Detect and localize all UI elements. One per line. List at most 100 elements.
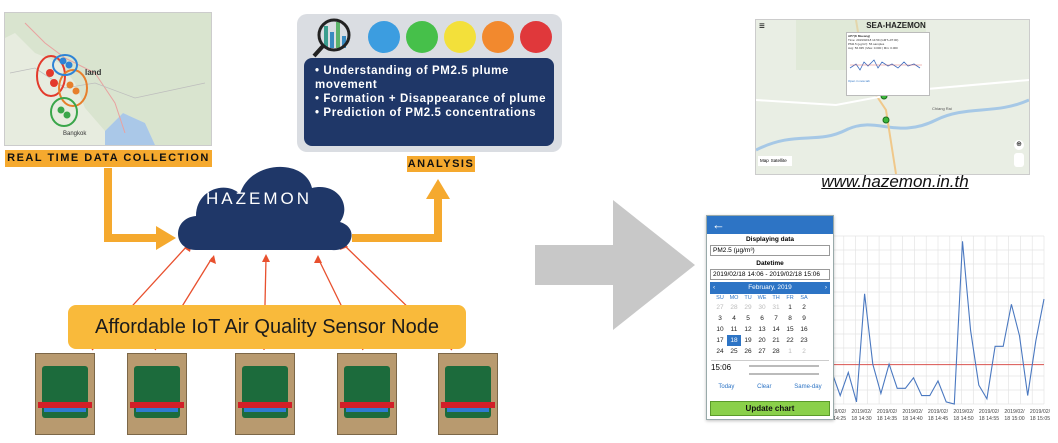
weekday-label: TU xyxy=(744,295,752,301)
calendar-day[interactable]: 31 xyxy=(772,304,780,311)
calendar-day[interactable]: 22 xyxy=(786,337,794,344)
calendar-day[interactable]: 24 xyxy=(716,348,724,355)
popup-name: AP7(K Mueang) xyxy=(848,34,871,38)
sensor-node-photo xyxy=(35,353,95,435)
datetime-input[interactable]: 2019/02/18 14:06 - 2019/02/18 15:06 xyxy=(710,269,830,280)
realtime-map: land Bangkok xyxy=(4,12,212,146)
calendar-day[interactable]: 10 xyxy=(716,326,724,333)
aqi-moderate-icon xyxy=(406,21,438,53)
next-month-icon[interactable]: › xyxy=(824,284,827,291)
calendar-day[interactable]: 20 xyxy=(758,337,766,344)
weekday-label: MO xyxy=(729,295,739,301)
popup-line: Avg: 56.935 | Max: 0.000 | Min: 0.000 xyxy=(848,46,898,50)
calendar-day[interactable]: 21 xyxy=(772,337,780,344)
x-tick-label: 18 14:30 xyxy=(851,416,871,422)
clear-button[interactable]: Clear xyxy=(757,384,772,390)
same-day-button[interactable]: Same-day xyxy=(794,384,822,390)
calendar-day[interactable]: 5 xyxy=(746,315,750,322)
calendar-day[interactable]: 28 xyxy=(730,304,738,311)
update-chart-button[interactable]: Update chart xyxy=(710,401,830,416)
calendar-day[interactable]: 16 xyxy=(800,326,808,333)
minute-slider[interactable] xyxy=(749,373,819,375)
popup-sparkline xyxy=(849,59,922,71)
calendar-day[interactable]: 17 xyxy=(716,337,724,344)
calendar-day[interactable]: 7 xyxy=(774,315,778,322)
calendar-day[interactable]: 1 xyxy=(788,304,792,311)
zoom-control[interactable] xyxy=(1014,153,1024,167)
sensor-node-photo xyxy=(438,353,498,435)
popup-line: PM2.5 (µg/m³): 56 samples xyxy=(848,42,885,46)
calendar-day[interactable]: 12 xyxy=(744,326,752,333)
calendar-day[interactable]: 1 xyxy=(788,348,792,355)
pollutant-select[interactable]: PM2.5 (µg/m³) xyxy=(710,245,830,256)
calendar-day[interactable]: 2 xyxy=(802,348,806,355)
x-tick-label: 2019/02/ xyxy=(877,409,898,415)
analysis-point: • Prediction of PM2.5 concentrations xyxy=(315,107,537,119)
calendar-day[interactable]: 14 xyxy=(772,326,780,333)
time-picker: 15:06 xyxy=(711,360,829,381)
calendar-day[interactable]: 26 xyxy=(744,348,752,355)
calendar-day[interactable]: 2 xyxy=(802,304,806,311)
calendar-month: February, 2019 xyxy=(748,284,792,291)
calendar-day[interactable]: 23 xyxy=(800,337,808,344)
calendar-day[interactable]: 3 xyxy=(718,315,722,322)
calendar-actions: Today Clear Same-day xyxy=(707,384,833,390)
x-tick-label: 2019/02/ xyxy=(928,409,949,415)
analysis-point: • Formation + Disappearance of plume xyxy=(315,93,547,105)
web-map-title: SEA-HAZEMON xyxy=(866,21,926,30)
calendar-day[interactable]: 6 xyxy=(760,315,764,322)
popup-link[interactable]: Open in new tab xyxy=(848,79,870,83)
hour-slider[interactable] xyxy=(749,365,819,367)
calendar-day[interactable]: 8 xyxy=(788,315,792,322)
back-arrow-icon[interactable]: ← xyxy=(712,217,725,232)
x-tick-label: 2019/02/ xyxy=(1004,409,1025,415)
transition-arrow-icon xyxy=(535,200,695,330)
aqi-sensitive-icon xyxy=(444,21,476,53)
weekday-label: SU xyxy=(716,295,724,301)
calendar-day[interactable]: 27 xyxy=(758,348,766,355)
sensor-node-photo xyxy=(127,353,187,435)
calendar-day[interactable]: 27 xyxy=(716,304,724,311)
x-tick-label: 2019/02/ xyxy=(979,409,1000,415)
x-tick-label: 2019/02/ xyxy=(830,409,847,415)
calendar-day[interactable]: 25 xyxy=(730,348,738,355)
calendar-day[interactable]: 13 xyxy=(758,326,766,333)
town-label: Chiang Rai xyxy=(932,106,952,111)
pm25-series-line xyxy=(831,241,1045,405)
weekday-label: WE xyxy=(757,295,767,301)
calendar-day[interactable]: 29 xyxy=(744,304,752,311)
calendar-day[interactable]: 28 xyxy=(772,348,780,355)
panel-header: ← xyxy=(707,216,833,234)
calendar-day[interactable]: 11 xyxy=(730,326,738,333)
calendar-day[interactable]: 19 xyxy=(744,337,752,344)
map-graphic: land Bangkok xyxy=(5,13,211,145)
prev-month-icon[interactable]: ‹ xyxy=(713,284,716,291)
x-tick-label: 2019/02/ xyxy=(953,409,974,415)
magnifier-chart-icon xyxy=(310,16,358,58)
satellite-tab[interactable]: Satellite xyxy=(770,158,787,163)
weekday-label: FR xyxy=(786,295,794,301)
x-tick-label: 18 14:45 xyxy=(928,416,948,422)
x-tick-label: 18 14:50 xyxy=(953,416,973,422)
calendar-day[interactable]: 30 xyxy=(758,304,766,311)
today-button[interactable]: Today xyxy=(718,384,735,390)
x-tick-label: 18 15:05 xyxy=(1030,416,1050,422)
calendar-day[interactable]: 15 xyxy=(786,326,794,333)
x-tick-label: 18 14:25 xyxy=(830,416,846,422)
time-value: 15:06 xyxy=(711,363,732,372)
aqi-unhealthy-icon xyxy=(482,21,514,53)
station-popup: AP7(K Mueang) Time: 2019/02/18 14:59 (GM… xyxy=(846,32,930,96)
x-tick-label: 2019/02/ xyxy=(902,409,923,415)
calendar-day-selected[interactable]: 18 xyxy=(727,335,741,346)
popup-line: Time: 2019/02/18 14:59 (GMT+07:00) xyxy=(848,38,899,42)
locate-icon[interactable]: ⊕ xyxy=(1014,140,1024,150)
website-link[interactable]: www.hazemon.in.th xyxy=(821,172,969,191)
calendar-header: ‹ February, 2019 › xyxy=(710,282,830,294)
analysis-label: ANALYSIS xyxy=(407,156,475,172)
calendar-day[interactable]: 4 xyxy=(732,315,736,322)
sensor-node-photo xyxy=(337,353,397,435)
map-tab[interactable]: Map xyxy=(760,158,769,163)
calendar-day[interactable]: 9 xyxy=(802,315,806,322)
menu-icon[interactable]: ≡ xyxy=(759,21,765,32)
